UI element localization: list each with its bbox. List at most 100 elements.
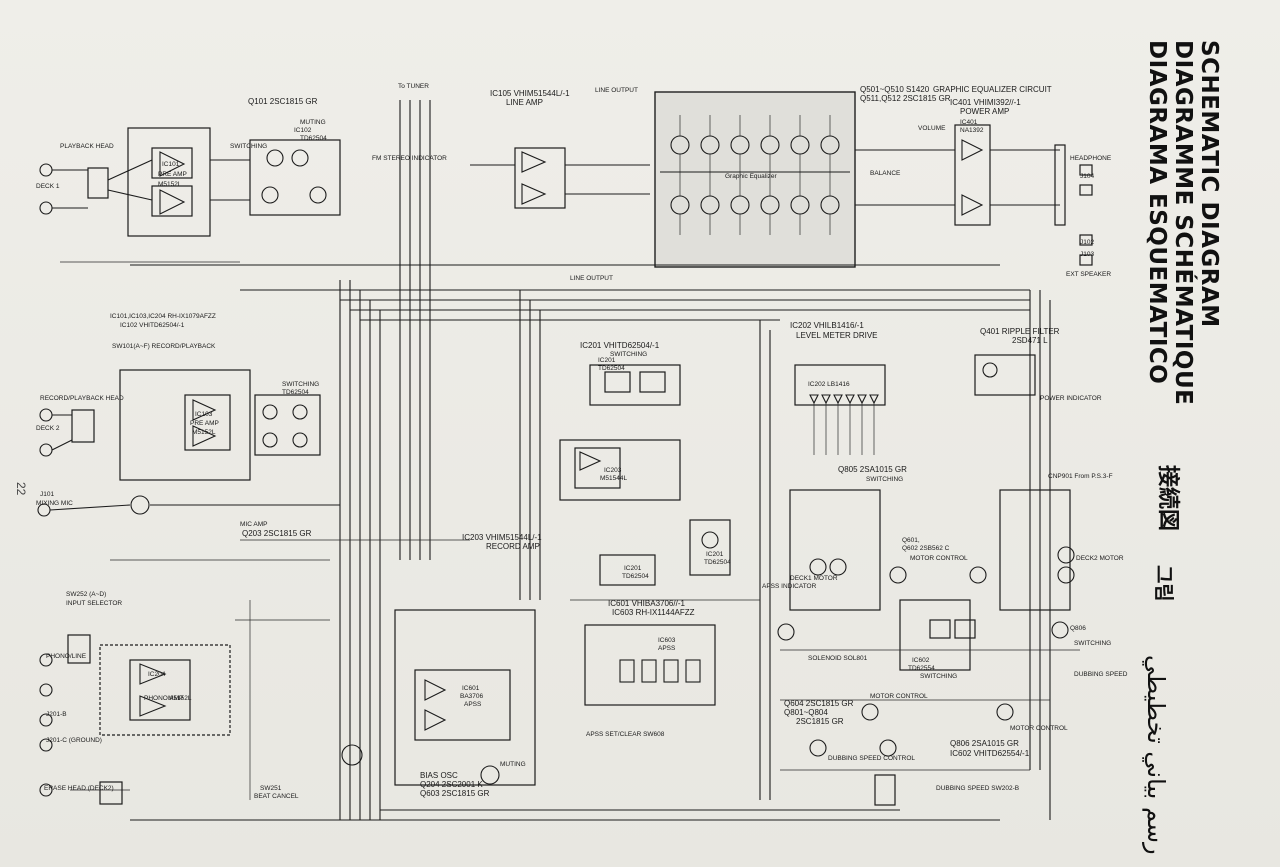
label-td62504-1: TD62504 bbox=[300, 135, 327, 142]
graphic-equalizer-block bbox=[654, 91, 856, 268]
eq-transistor-symbol bbox=[790, 175, 810, 235]
label-record-amp: RECORD AMP bbox=[486, 542, 540, 551]
label-j201: J201-B bbox=[46, 711, 67, 718]
label-apss-2: APSS bbox=[658, 645, 676, 652]
label-apss: APSS bbox=[464, 701, 482, 708]
label-motor-control-2: MOTOR CONTROL bbox=[870, 693, 928, 700]
eq-transistor-symbol bbox=[820, 175, 840, 235]
label-ic102: IC102 bbox=[294, 127, 312, 134]
label-ic201: IC201 VHITD62504/-1 bbox=[580, 341, 660, 350]
label-switching-6: SWITCHING bbox=[1074, 640, 1111, 647]
label-mic-amp: MIC AMP bbox=[240, 521, 267, 528]
label-pre-amp: PRE AMP bbox=[158, 171, 187, 178]
led-driver-symbol bbox=[833, 394, 843, 455]
title-spanish: DIAGRAMA ESQUEMATICO bbox=[1144, 40, 1170, 385]
label-volume: VOLUME bbox=[918, 125, 946, 132]
label-mixing-mic: MIXING MIC bbox=[36, 500, 73, 507]
label-dubbing-speed-sw: DUBBING SPEED SW202-B bbox=[936, 785, 1019, 792]
label-ext-speaker: EXT SPEAKER bbox=[1066, 271, 1111, 278]
label-pre-amp-2: PRE AMP bbox=[190, 420, 219, 427]
label-playback-head: PLAYBACK HEAD bbox=[60, 143, 114, 150]
phono-amp-section bbox=[39, 634, 231, 752]
label-q806b: Q806 bbox=[1070, 625, 1086, 632]
led-driver-symbol bbox=[809, 394, 819, 455]
label-tv-tuner: To TUNER bbox=[398, 83, 429, 90]
label-q806: Q806 2SA1015 GR bbox=[950, 739, 1019, 748]
label-td62504-4: TD62504 bbox=[622, 573, 649, 580]
label-ic203-title: IC203 VHIM51544L/-1 bbox=[462, 533, 542, 542]
label-j103: J103 bbox=[1080, 251, 1094, 258]
label-switching-4: SWITCHING bbox=[866, 476, 903, 483]
label-ic601: IC601 VHIBA3706//-1 bbox=[608, 599, 685, 608]
label-m5152l-2: M5152L bbox=[192, 429, 216, 436]
label-ic401: IC401 VHIMI392//-1 bbox=[950, 98, 1021, 107]
label-ic102-list: IC102 VHITD62504/-1 bbox=[120, 322, 185, 329]
label-fm-stereo: FM STEREO INDICATOR bbox=[372, 155, 447, 162]
label-q203: Q203 2SC1815 GR bbox=[242, 529, 312, 538]
led-driver-symbol bbox=[845, 394, 855, 455]
label-ic602b: IC602 bbox=[912, 657, 930, 664]
label-m5152l-1: M5152L bbox=[158, 181, 182, 188]
led-driver-symbol bbox=[821, 394, 831, 455]
label-td62504-2: TD62504 bbox=[282, 389, 309, 396]
ic105-line-amp-section bbox=[470, 147, 650, 209]
label-erase-head: ERASE HEAD (DECK2) bbox=[44, 785, 114, 792]
label-ic101: IC101 bbox=[162, 161, 180, 168]
led-driver-symbol bbox=[857, 394, 867, 455]
label-q501: Q501~Q510 S1420 bbox=[860, 85, 930, 94]
label-phono-amp: PHONO AMP bbox=[144, 695, 183, 702]
label-line-output-2: LINE OUTPUT bbox=[570, 275, 613, 282]
label-line-output: LINE OUTPUT bbox=[595, 87, 638, 94]
label-q204: Q204 2SC2001 K bbox=[420, 780, 483, 789]
label-q511: Q511,Q512 2SC1815 GR bbox=[860, 94, 951, 103]
label-switching-5: SWITCHING bbox=[920, 673, 957, 680]
label-dubbing-speed-control: DUBBING SPEED CONTROL bbox=[828, 755, 915, 762]
label-j104: J104 bbox=[1080, 173, 1094, 180]
label-sw251: SW251 bbox=[260, 785, 282, 792]
eq-transistor-symbol bbox=[760, 115, 780, 175]
eq-transistor-symbol bbox=[760, 175, 780, 235]
label-m5152l-3: M5152L bbox=[168, 695, 192, 702]
label-input-selector: INPUT SELECTOR bbox=[66, 600, 122, 607]
main-bus-wiring bbox=[130, 100, 1051, 821]
label-muting: MUTING bbox=[300, 119, 326, 126]
label-lb1416: IC202 LB1416 bbox=[808, 381, 850, 388]
q101-muting-section bbox=[210, 139, 341, 216]
label-record-playback: SW101(A~F) RECORD/PLAYBACK bbox=[112, 343, 216, 350]
label-switching-1: SWITCHING bbox=[230, 143, 267, 150]
led-driver-symbol bbox=[869, 394, 879, 455]
page-number: 22 bbox=[14, 482, 28, 496]
misc-wiring bbox=[39, 261, 1080, 805]
label-m51544l: M51544L bbox=[600, 475, 627, 482]
logic-gate-symbol bbox=[641, 659, 657, 683]
label-switching-2: SWITCHING bbox=[282, 381, 319, 388]
label-deck2: DECK 2 bbox=[36, 425, 60, 432]
label-beat-cancel: BEAT CANCEL bbox=[254, 793, 299, 800]
label-ic-list: IC101,IC103,IC204 RH-IX1079AFZZ bbox=[110, 313, 216, 320]
apss-section bbox=[341, 609, 716, 786]
logic-gate-symbol bbox=[619, 659, 635, 683]
label-apss-set: APSS SET/CLEAR SW608 bbox=[586, 731, 665, 738]
schematic-labels: PLAYBACK HEAD DECK 1 IC101 PRE AMP M5152… bbox=[36, 83, 1128, 800]
label-cnp901: CNP901 From P.S.3-F bbox=[1048, 473, 1113, 480]
label-q805: Q805 2SA1015 GR bbox=[838, 465, 907, 474]
label-ic105: IC105 VHIM51544L/-1 bbox=[490, 89, 570, 98]
label-solenoid: SOLENOID SOL801 bbox=[808, 655, 868, 662]
label-q401b: 2SD471 L bbox=[1012, 336, 1048, 345]
label-ground: J201-C (GROUND) bbox=[46, 737, 102, 744]
title-english: SCHEMATIC DIAGRAM bbox=[1196, 40, 1222, 328]
label-q801b: 2SC1815 GR bbox=[796, 717, 844, 726]
label-q601: Q601, bbox=[902, 537, 920, 544]
label-geq: GRAPHIC EQUALIZER CIRCUIT bbox=[933, 85, 1052, 94]
label-graphic-equalizer: Graphic Equalizer bbox=[725, 173, 777, 180]
label-ic401b: IC401 bbox=[960, 119, 978, 126]
deck1-preamp-section bbox=[39, 127, 211, 237]
label-switching-3: SWITCHING bbox=[610, 351, 647, 358]
label-ic603b: IC603 bbox=[658, 637, 676, 644]
label-bias-osc: BIAS OSC bbox=[420, 771, 458, 780]
label-ic103: IC103 bbox=[195, 411, 213, 418]
label-sw252: SW252 (A~D) bbox=[66, 591, 106, 598]
label-line-amp: LINE AMP bbox=[506, 98, 543, 107]
